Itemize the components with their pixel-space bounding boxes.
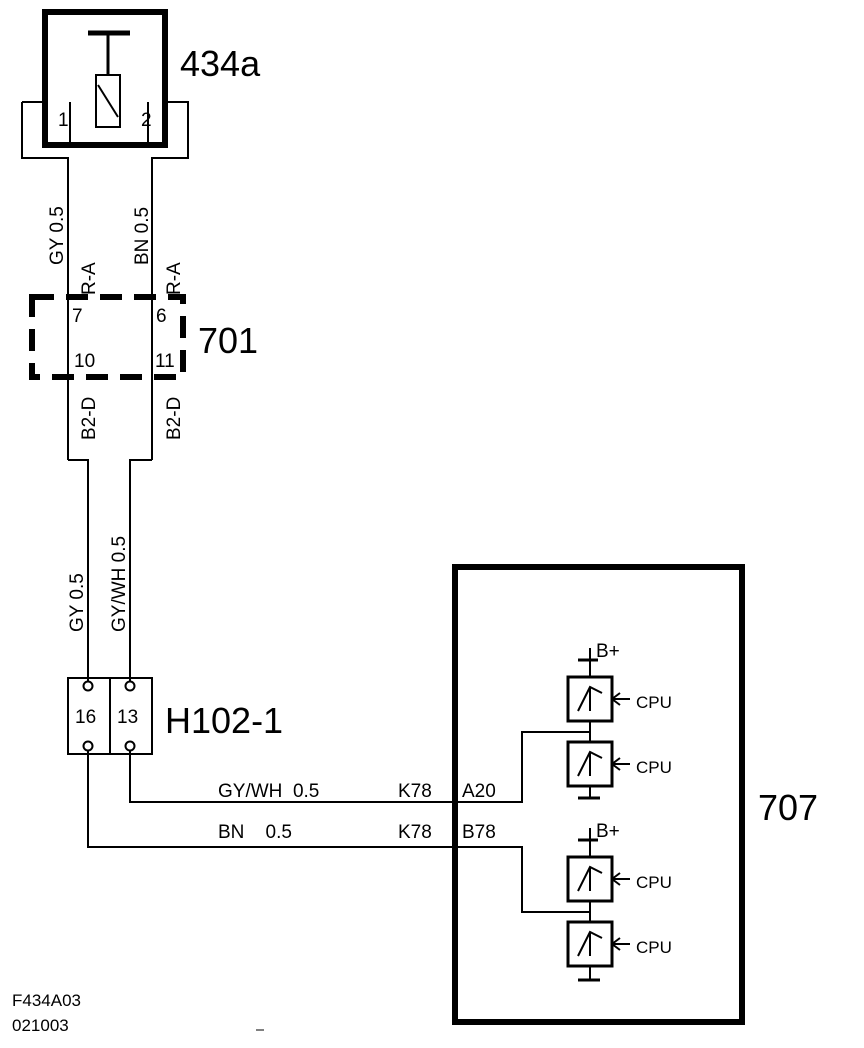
switch-434a-connector-outline bbox=[21, 101, 189, 272]
wire-upper-left-spec: GY 0.5 bbox=[47, 206, 68, 265]
bplus-top: B+ bbox=[596, 641, 620, 662]
module-707-label: 707 bbox=[758, 787, 818, 828]
wire-top-pin: A20 bbox=[462, 781, 496, 802]
connector-701-frame bbox=[29, 294, 186, 380]
connector-h102-pin-16: 16 bbox=[75, 707, 96, 728]
wire-lower-left-spec: GY 0.5 bbox=[67, 573, 88, 632]
footer-date: 021003 bbox=[12, 1016, 69, 1035]
switch-label: 434a bbox=[180, 43, 261, 84]
connector-h102-1: 16 13 H102-1 bbox=[67, 677, 283, 755]
wire-lower-right-spec: GY/WH 0.5 bbox=[109, 536, 130, 632]
switch-pin-1: 1 bbox=[58, 110, 69, 131]
connector-701-label: 701 bbox=[198, 320, 258, 361]
driver-2-cpu: CPU bbox=[636, 758, 672, 777]
wire-bottom-conn: K78 bbox=[398, 822, 432, 843]
wire-gywh-to-707 bbox=[129, 731, 590, 803]
connector-701-pin-10: 10 bbox=[74, 351, 95, 372]
switch-element-icon bbox=[95, 74, 121, 128]
switch-434a-frame bbox=[42, 9, 168, 148]
wire-mid-right-conn: B2-D bbox=[164, 397, 185, 440]
bplus-bottom: B+ bbox=[596, 821, 620, 842]
wire-upper-left-conn: R-A bbox=[79, 262, 100, 295]
connector-701-pin-7: 7 bbox=[72, 306, 83, 327]
driver-3-cpu: CPU bbox=[636, 873, 672, 892]
wire-bn-to-707 bbox=[87, 751, 590, 913]
switch-element-diagonal bbox=[97, 84, 119, 118]
switch-pin-2: 2 bbox=[141, 110, 152, 131]
connector-701: 7 6 10 11 701 B2-D B2-D bbox=[29, 272, 258, 460]
switch-434a: 1 2 434a bbox=[21, 9, 261, 272]
module-707-frame bbox=[452, 564, 745, 1025]
upper-wires: GY 0.5 BN 0.5 R-A R-A bbox=[47, 206, 185, 295]
connector-701-pin-11: 11 bbox=[155, 351, 175, 372]
driver-4-cpu: CPU bbox=[636, 938, 672, 957]
connector-h102-label: H102-1 bbox=[165, 700, 283, 741]
wire-bottom-pin: B78 bbox=[462, 822, 496, 843]
wire-upper-right-spec: BN 0.5 bbox=[132, 207, 153, 265]
driver-1-cpu: CPU bbox=[636, 693, 672, 712]
wire-mid-left-conn: B2-D bbox=[79, 397, 100, 440]
connector-h102-pin-13: 13 bbox=[117, 707, 138, 728]
footer-code: F434A03 bbox=[12, 991, 81, 1010]
connector-701-pin-6: 6 bbox=[156, 306, 167, 327]
module-707: 707 B+ CPU CPU B+ CPU CPU bbox=[452, 564, 818, 1025]
wire-top-spec: GY/WH 0.5 bbox=[218, 781, 319, 802]
wire-bottom-spec: BN 0.5 bbox=[218, 822, 292, 843]
wire-top-conn: K78 bbox=[398, 781, 432, 802]
wire-upper-right-conn: R-A bbox=[164, 262, 185, 295]
wire-transition bbox=[68, 459, 152, 685]
